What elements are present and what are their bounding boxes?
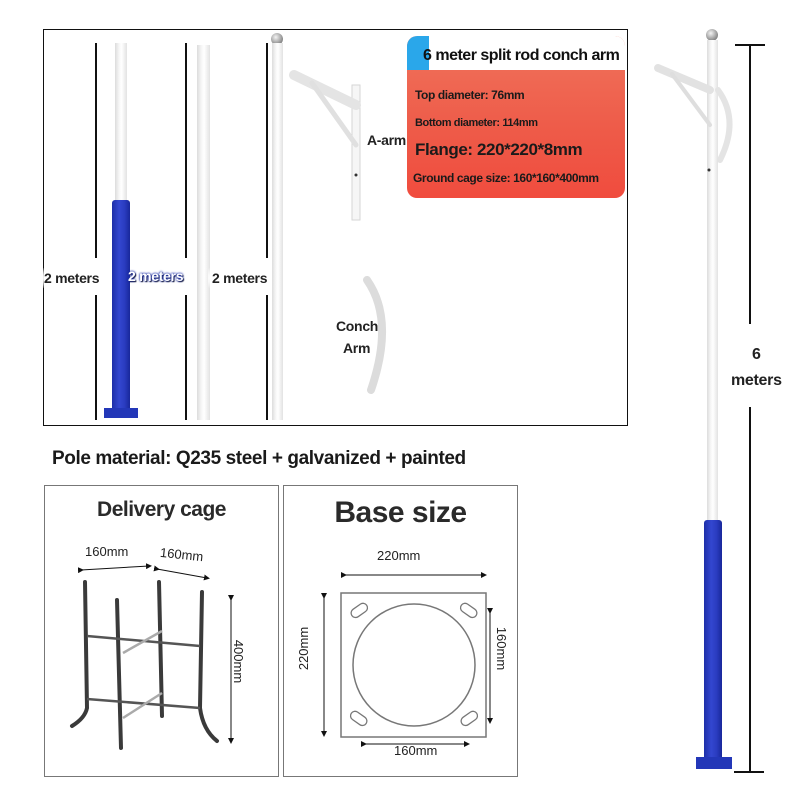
pole-segment-bottom-blue xyxy=(112,200,130,410)
total-height-unit: meters xyxy=(731,372,782,389)
base-plate-drawing xyxy=(321,572,493,747)
spec-top-diameter: Top diameter: 76mm xyxy=(415,88,525,102)
delivery-cage-panel: Delivery cage 160mm 160mm 400mm xyxy=(44,485,279,777)
pole-cap-ball xyxy=(706,29,718,41)
pole-cap-ball xyxy=(271,33,283,45)
spec-bottom-diameter: Bottom diameter: 114mm xyxy=(415,117,538,129)
dimension-line xyxy=(185,43,187,258)
base-size-title: Base size xyxy=(334,496,467,529)
segment-length-label: 2 meters xyxy=(208,268,272,288)
segment-length-label: 2 meters xyxy=(128,268,184,284)
delivery-cage-title: Delivery cage xyxy=(97,498,226,521)
assembled-base-plate xyxy=(696,757,732,769)
spec-flange: Flange: 220*220*8mm xyxy=(415,140,583,159)
material-caption: Pole material: Q235 steel + galvanized +… xyxy=(52,448,466,469)
cage-width-label: 160mm xyxy=(85,544,129,559)
spec-card: 6 meter split rod conch arm Top diameter… xyxy=(407,36,625,198)
total-height-number: 6 xyxy=(752,346,761,363)
spec-card-title-strip xyxy=(407,36,625,70)
exploded-view-frame xyxy=(43,29,628,426)
dimension-line xyxy=(266,43,268,258)
assembled-arms-illustration xyxy=(654,64,733,172)
conch-arm-label-line2: Arm xyxy=(343,340,371,356)
delivery-cage-drawing xyxy=(70,563,234,750)
spec-card-accent xyxy=(407,36,429,70)
pole-segment-bottom-top-tube xyxy=(115,43,127,203)
segment-length-label: 2 meters xyxy=(40,268,104,288)
base-width-label: 220mm xyxy=(377,548,421,563)
dimension-tick-bottom xyxy=(734,771,764,773)
pole-segment-top xyxy=(272,43,283,420)
dimension-line xyxy=(185,295,187,420)
a-arm-illustration xyxy=(289,70,361,221)
dimension-line xyxy=(266,295,268,420)
base-plate xyxy=(104,408,138,418)
spec-card-title: 6 meter split rod conch arm xyxy=(423,47,620,64)
dimension-line xyxy=(95,295,97,420)
dimension-line xyxy=(749,44,751,324)
conch-arm-illustration xyxy=(363,276,387,394)
pole-segment-middle xyxy=(197,45,210,420)
spec-ground-cage: Ground cage size: 160*160*400mm xyxy=(413,171,599,185)
assembled-pole-upper xyxy=(707,40,718,522)
base-size-panel: Base size 220mm 220mm 160mm 160mm xyxy=(283,485,518,777)
conch-arm-label-line1: Conch xyxy=(336,318,379,334)
dimension-line xyxy=(749,407,751,772)
a-arm-label: A-arm xyxy=(367,132,406,148)
assembled-pole-blue-base xyxy=(704,520,722,758)
dimension-line xyxy=(95,43,97,258)
